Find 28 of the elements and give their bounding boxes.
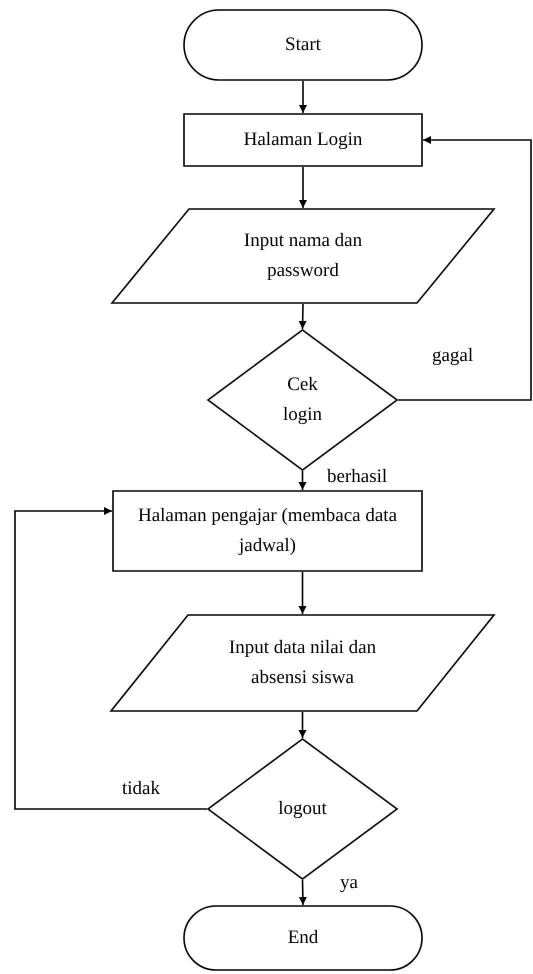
edge-label: ya: [340, 872, 358, 894]
input-parallelogram: [110, 614, 495, 712]
edge-label: gagal: [432, 345, 474, 367]
arrow: [398, 136, 532, 401]
terminal-shape: [183, 9, 423, 81]
node-text: Halaman pengajar (membaca data jadwal): [137, 504, 398, 558]
arrow: [299, 167, 307, 208]
edge-label: berhasil: [327, 466, 388, 488]
node-text: Cek login: [282, 373, 324, 427]
arrow: [298, 304, 307, 330]
edge-label: tidak: [122, 778, 160, 800]
node-text: Input data nilai dan absensi siswa: [228, 636, 378, 690]
process-box: [183, 113, 423, 167]
terminal-shape: [183, 905, 423, 971]
input-parallelogram: [111, 208, 495, 304]
arrow: [298, 880, 307, 906]
decision-diamond: [207, 738, 398, 880]
node-text: Input nama dan password: [242, 229, 364, 283]
node-text: logout: [277, 797, 328, 821]
node-text: Start: [284, 33, 322, 57]
arrow: [298, 712, 306, 738]
node-text: End: [286, 926, 320, 950]
arrow: [299, 81, 307, 113]
node-text: Halaman Login: [242, 128, 364, 152]
arrow: [14, 507, 207, 810]
arrow: [298, 572, 306, 614]
arrow: [298, 471, 306, 490]
process-box: [112, 490, 423, 572]
